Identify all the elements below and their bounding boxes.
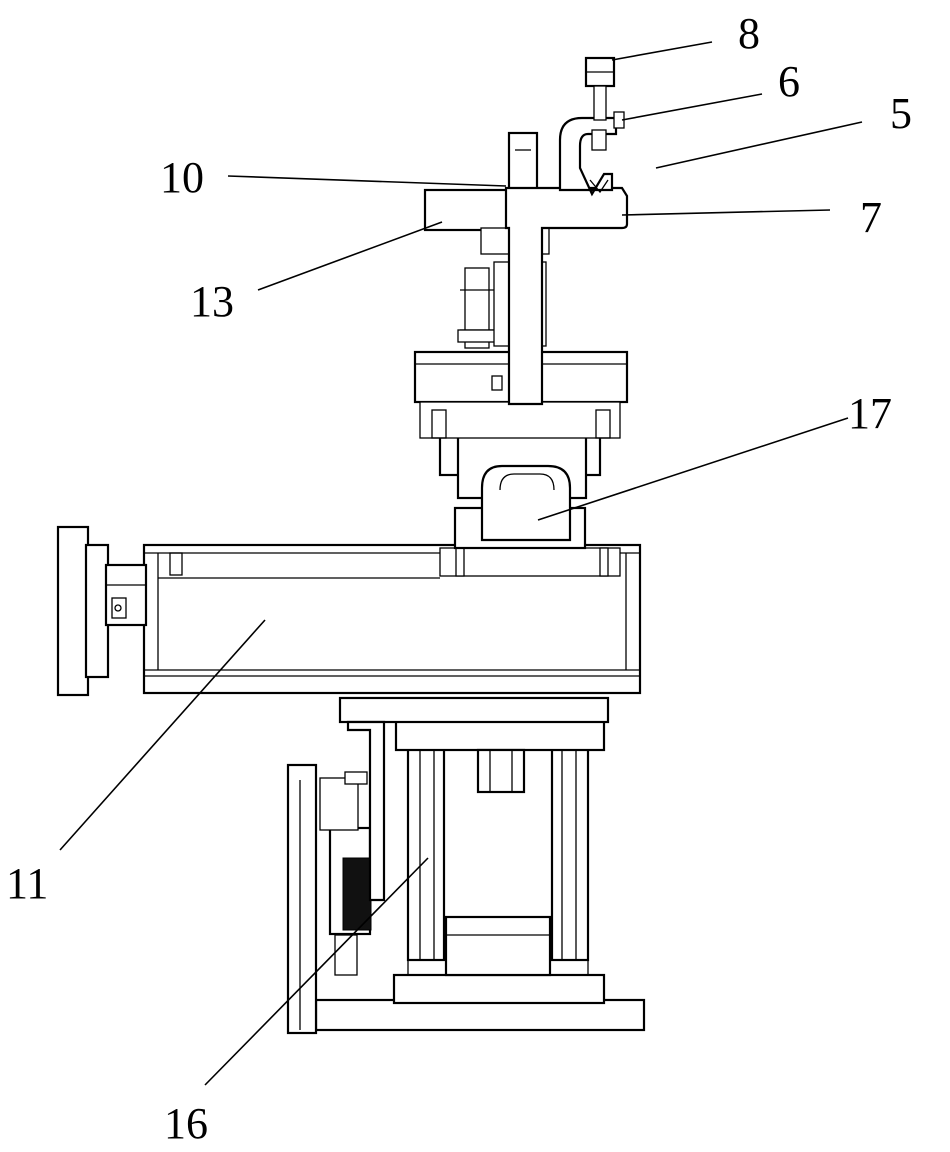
hand-wheel bbox=[58, 527, 146, 695]
label-6: 6 bbox=[778, 57, 800, 106]
slide-table bbox=[144, 545, 640, 693]
label-8: 8 bbox=[738, 9, 760, 58]
label-7: 7 bbox=[860, 193, 882, 242]
label-10: 10 bbox=[160, 153, 204, 202]
label-16: 16 bbox=[164, 1099, 208, 1148]
label-11: 11 bbox=[6, 859, 48, 908]
label-13: 13 bbox=[190, 277, 234, 326]
label-17: 17 bbox=[848, 389, 892, 438]
label-5: 5 bbox=[890, 89, 912, 138]
